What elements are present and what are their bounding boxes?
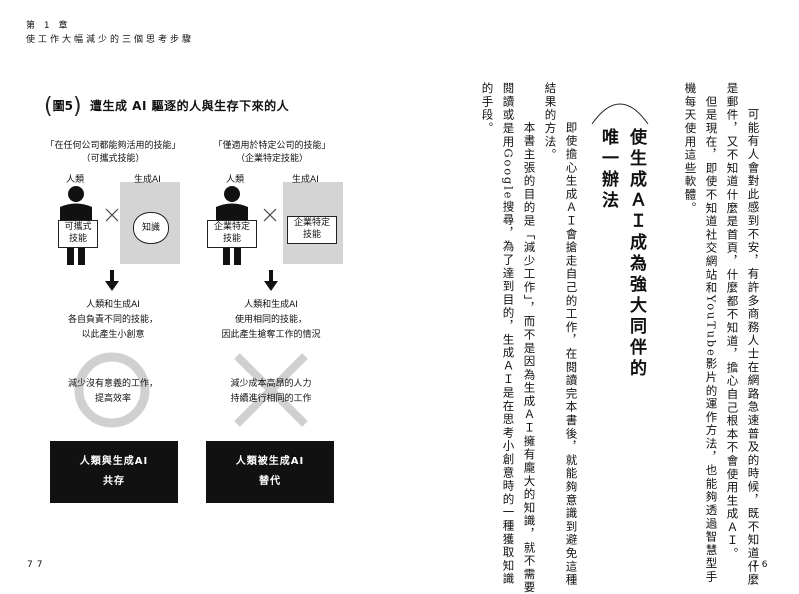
page-number-left: 77 bbox=[27, 560, 47, 570]
right-column-heading: 「僅適用於特定公司的技能」 （企業特定技能） bbox=[213, 141, 331, 164]
text-column-1: 可能有人會對此感到不安，有許多商務人士在網路急速普及的時候，既不知道什麼 bbox=[746, 108, 761, 587]
company-skill-card-human: 企業特定 技能 bbox=[207, 220, 257, 248]
text-column-2: 是郵件，又不知道什麼是首頁，什麼都不知道，擔心自己根本不會使用生成ＡＩ。 bbox=[725, 82, 740, 561]
chapter-number: 第 1 章 bbox=[26, 21, 71, 31]
ai-label-left: 生成AI bbox=[134, 175, 161, 185]
down-arrow-icon bbox=[264, 270, 278, 291]
down-arrow-icon bbox=[105, 270, 119, 291]
verdict-replaced: 人類被生成AI 替代 bbox=[206, 441, 334, 503]
text-column-9: 的手段。 bbox=[480, 82, 495, 136]
page-number-right: 76 bbox=[752, 560, 772, 570]
figure-title: 遭生成 AI 驅逐的人與生存下來的人 bbox=[90, 99, 290, 113]
figure-number: 圖5 bbox=[52, 99, 73, 113]
right-result-text: 人類和生成AI 使用相同的技能， 因此產生搶奪工作的情況 bbox=[221, 300, 321, 340]
section-heading-line1: 使生成ＡＩ成為強大同伴的 bbox=[626, 128, 646, 380]
section-heading-line2: 唯一辦法 bbox=[598, 128, 618, 212]
verdict-coexist: 人類與生成AI 共存 bbox=[50, 441, 178, 503]
figure-label: (圖5) bbox=[44, 94, 82, 119]
chapter-title: 使工作大幅減少的三個思考步驟 bbox=[26, 35, 195, 45]
text-column-3: 但是現在，即使不知道社交網站和YouTube影片的運作方法，也能夠透過智慧型手 bbox=[704, 82, 719, 584]
right-outcome-text: 減少成本高昂的人力 持續進行相同的工作 bbox=[230, 379, 312, 404]
left-result-text: 人類和生成AI 各自負責不同的技能， 以此產生小創意 bbox=[67, 300, 158, 340]
x-mark-icon bbox=[234, 353, 308, 427]
cross-icon bbox=[105, 208, 119, 222]
left-column-heading: 「在任何公司都能夠活用的技能」 （可攜式技能） bbox=[45, 141, 181, 164]
text-column-6: 結果的方法。 bbox=[543, 82, 558, 162]
left-outcome-text: 減少沒有意義的工作， 提高效率 bbox=[67, 379, 158, 404]
human-label-left: 人類 bbox=[66, 175, 85, 185]
text-column-5: 即使擔心生成ＡＩ會搶走自己的工作，在閱讀完本書後，就能夠意識到避免這種 bbox=[564, 108, 579, 587]
text-column-7: 本書主張的目的是「減少工作」，而不是因為生成ＡＩ擁有龐大的知識，就不需要 bbox=[522, 108, 537, 594]
text-column-4: 機每天使用這些軟體。 bbox=[683, 82, 698, 215]
text-column-8: 閱讀或是用Google搜尋，為了達到目的，生成ＡＩ是在思考小創意時的一種獲取知識 bbox=[501, 82, 516, 586]
ai-label-right: 生成AI bbox=[292, 175, 319, 185]
circle-mark-icon bbox=[74, 352, 150, 428]
human-label-right: 人類 bbox=[226, 175, 245, 185]
company-skill-card-ai: 企業特定 技能 bbox=[287, 216, 337, 244]
knowledge-bubble: 知識 bbox=[133, 212, 169, 244]
cross-icon bbox=[263, 208, 277, 222]
portable-skill-card: 可攜式 技能 bbox=[58, 220, 98, 248]
heading-arc bbox=[591, 103, 649, 125]
